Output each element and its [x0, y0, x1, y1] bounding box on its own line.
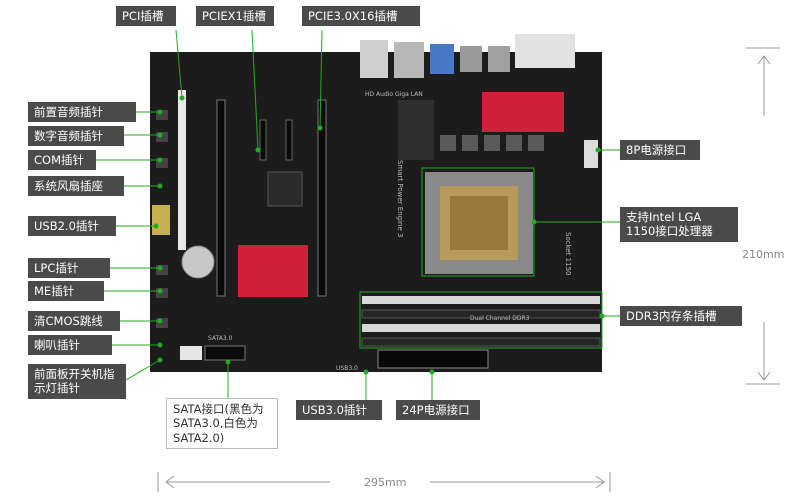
ddr3-slot-4 [361, 337, 601, 347]
vrm-chokes [440, 135, 544, 151]
ddr3-slot-2 [361, 309, 601, 319]
ddr3-highlight [359, 291, 603, 349]
silk-socket: Socket 1150 [564, 232, 572, 275]
label-pci-slot: PCI插槽 [116, 6, 176, 27]
silk-hd-audio: HD Audio Giga LAN [365, 91, 423, 98]
label-ddr3: DDR3内存条插槽 [620, 306, 742, 327]
cpu-highlight [421, 167, 535, 277]
24p-power-connector [377, 349, 489, 369]
label-cpu-socket: 支持Intel LGA 1150接口处理器 [620, 207, 738, 242]
label-sata: SATA接口(黑色为SATA3.0,白色为SATA2.0) [166, 398, 278, 450]
sata-port-white [180, 346, 202, 360]
label-speaker: 喇叭插针 [28, 335, 112, 356]
vrm-heatsink-top [482, 92, 564, 132]
label-clr-cmos: 清CMOS跳线 [28, 311, 120, 332]
label-sys-fan: 系统风扇插座 [28, 176, 124, 197]
io-dvi-port [515, 34, 575, 68]
pci-slot [178, 90, 186, 250]
label-usb3: USB3.0插针 [296, 400, 382, 421]
chipset-heatsink [238, 245, 308, 297]
dimension-width: 295mm [364, 476, 407, 489]
label-front-panel: 前面板开关机指示灯插针 [28, 364, 126, 399]
io-usb3-port [430, 44, 454, 74]
pcie-x1-slot-2 [285, 119, 293, 161]
sata-port-black [204, 345, 246, 361]
io-lan-port [394, 42, 424, 78]
label-com: COM插针 [28, 150, 96, 171]
pcie-x1-slot-1 [259, 119, 267, 161]
label-digital-audio: 数字音频插针 [28, 126, 124, 147]
ddr3-slot-1 [362, 296, 600, 304]
io-audio-jack [360, 40, 388, 78]
io-hdmi-port [460, 46, 482, 72]
silk-dual-channel: Dual Channel DDR3 [470, 315, 530, 322]
cmos-battery [181, 245, 215, 279]
label-8p-power: 8P电源接口 [620, 140, 700, 161]
dimension-arrows [157, 47, 780, 492]
dimension-height: 210mm [742, 248, 785, 261]
silk-smart-power: Smart Power Engine 3 [396, 160, 404, 237]
cpu-socket-pins [450, 196, 508, 250]
pcie-x16-slot-2 [317, 99, 327, 297]
vrm-heatsink-left [398, 100, 434, 160]
silk-usb30: USB3.0 [336, 365, 358, 372]
ddr3-slot-3 [362, 324, 600, 332]
label-lpc: LPC插针 [28, 258, 110, 279]
label-pcie16-slot: PCIE3.0X16插槽 [302, 6, 420, 27]
silk-sata3: SATA3.0 [208, 335, 233, 342]
label-front-audio: 前置音频插针 [28, 102, 136, 123]
pcie-x16-slot-1 [216, 99, 226, 297]
chip-large [267, 171, 303, 207]
label-pciex1-slot: PCIEX1插槽 [196, 6, 274, 27]
8p-power-connector [584, 140, 598, 168]
leader-lines [96, 29, 620, 400]
label-me: ME插针 [28, 281, 104, 302]
io-ps2-port [488, 46, 510, 72]
label-usb2: USB2.0插针 [28, 216, 116, 237]
label-atx24: 24P电源接口 [396, 400, 480, 421]
